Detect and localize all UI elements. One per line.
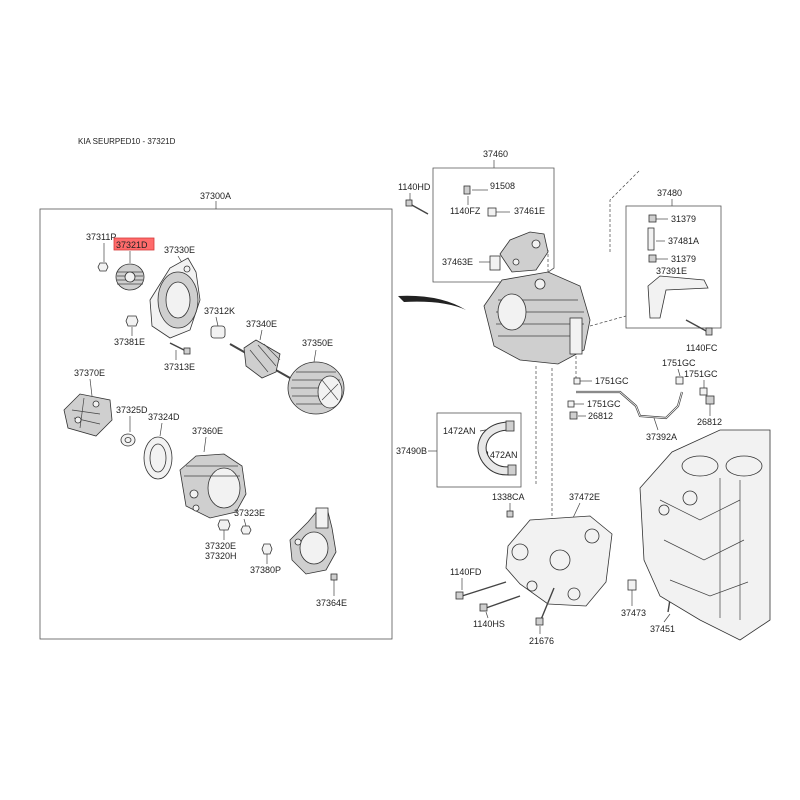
alternator-assembly-part[interactable]	[483, 271, 591, 365]
bracket-37463E[interactable]	[489, 255, 501, 271]
oil-hose-37392A[interactable]	[576, 390, 684, 420]
clamp-1751GC-b[interactable]	[699, 387, 708, 396]
rod-37481A[interactable]	[647, 227, 655, 251]
label-37463E[interactable]: 37463E	[442, 257, 473, 267]
label-37473[interactable]: 37473	[621, 608, 646, 618]
bearing-part[interactable]	[210, 325, 226, 339]
label-37370E[interactable]: 37370E	[74, 368, 105, 378]
label-37300A[interactable]: 37300A	[200, 191, 231, 201]
indicator-arrow	[398, 295, 466, 310]
label-37460[interactable]: 37460	[483, 149, 508, 159]
label-37320H[interactable]: 37320H	[205, 551, 237, 561]
cap-part[interactable]	[261, 543, 273, 555]
rear-housing-part[interactable]	[179, 453, 247, 519]
label-37340E[interactable]: 37340E	[246, 319, 277, 329]
label-37392A[interactable]: 37392A	[646, 432, 677, 442]
label-1751GC-d[interactable]: 1751GC	[587, 399, 621, 409]
engine-block-part	[639, 429, 771, 641]
label-37364E[interactable]: 37364E	[316, 598, 347, 608]
label-37481A[interactable]: 37481A	[668, 236, 699, 246]
bolt-1338CA[interactable]	[506, 510, 514, 518]
nut-37323E[interactable]	[240, 525, 252, 535]
bracket-37391E[interactable]	[647, 275, 709, 319]
label-1140FD[interactable]: 1140FD	[450, 567, 482, 577]
vacuum-pump-part[interactable]	[289, 507, 337, 575]
label-1751GC-c[interactable]: 1751GC	[595, 376, 629, 386]
label-37380P[interactable]: 37380P	[250, 565, 281, 575]
label-37324D[interactable]: 37324D	[148, 412, 180, 422]
bolt-1140FD[interactable]	[455, 581, 507, 600]
nut-31379-b[interactable]	[648, 254, 657, 263]
tensioner-box	[625, 205, 722, 329]
bolt-1140HS[interactable]	[479, 595, 521, 612]
label-37330E[interactable]: 37330E	[164, 245, 195, 255]
label-1140HD[interactable]: 1140HD	[398, 182, 431, 192]
hose-box	[436, 412, 522, 488]
clamp-1751GC-c[interactable]	[573, 377, 581, 385]
label-31379-b[interactable]: 31379	[671, 254, 696, 264]
bolt-37313E[interactable]	[169, 342, 191, 355]
bolt-21676[interactable]	[535, 587, 555, 626]
label-37311P[interactable]: 37311P	[86, 232, 116, 242]
label-37391E[interactable]: 37391E	[656, 266, 687, 276]
label-91508[interactable]: 91508	[490, 181, 515, 191]
large-washer-part[interactable]	[143, 436, 173, 480]
pulley-part[interactable]	[115, 263, 145, 291]
label-37381E[interactable]: 37381E	[114, 337, 145, 347]
label-1751GC-b[interactable]: 1751GC	[684, 369, 718, 379]
label-37321D[interactable]: 37321D	[116, 240, 148, 250]
label-31379-a[interactable]: 31379	[671, 214, 696, 224]
rotor-part[interactable]	[229, 339, 291, 379]
bolt-37364E[interactable]	[330, 573, 338, 581]
label-37325D[interactable]: 37325D	[116, 405, 148, 415]
washer-part[interactable]	[125, 315, 139, 327]
label-1140FZ[interactable]: 1140FZ	[450, 206, 481, 216]
mounting-bracket-37472E[interactable]	[505, 515, 613, 607]
clip-37461E[interactable]	[487, 207, 497, 217]
label-37323E[interactable]: 37323E	[234, 508, 265, 518]
hose-part[interactable]	[477, 420, 517, 476]
terminal-part[interactable]	[217, 519, 231, 531]
regulator-part[interactable]	[63, 393, 113, 437]
label-37320E[interactable]: 37320E	[205, 541, 236, 551]
label-37350E[interactable]: 37350E	[302, 338, 333, 348]
label-1338CA[interactable]: 1338CA	[492, 492, 525, 502]
page-title: KIA SEURPED10 - 37321D	[78, 137, 176, 146]
bolt-1140HD[interactable]	[405, 199, 429, 215]
label-37480[interactable]: 37480	[657, 188, 682, 198]
label-1751GC-a[interactable]: 1751GC	[662, 358, 696, 368]
label-37312K[interactable]: 37312K	[204, 306, 235, 316]
label-37472E[interactable]: 37472E	[569, 492, 600, 502]
highlight-37321D[interactable]	[113, 237, 155, 251]
label-1472AN-b[interactable]: 1472AN	[485, 450, 518, 460]
label-26812-b[interactable]: 26812	[588, 411, 613, 421]
label-26812-a[interactable]: 26812	[697, 417, 722, 427]
bracket-37461E[interactable]	[499, 231, 549, 273]
label-37461E[interactable]: 37461E	[514, 206, 545, 216]
plug-26812-b[interactable]	[569, 411, 578, 420]
clamp-1751GC-a[interactable]	[675, 376, 684, 385]
sleeve-37473[interactable]	[627, 579, 637, 591]
clip-91508[interactable]	[463, 185, 471, 195]
front-housing-part[interactable]	[149, 257, 201, 339]
nut-part[interactable]	[97, 262, 109, 272]
plug-26812-a[interactable]	[705, 395, 715, 405]
bolt-1140FC[interactable]	[685, 319, 713, 336]
label-21676[interactable]: 21676	[529, 636, 554, 646]
label-37451[interactable]: 37451	[650, 624, 675, 634]
label-1140HS[interactable]: 1140HS	[473, 619, 505, 629]
label-1472AN-a[interactable]: 1472AN	[443, 426, 476, 436]
label-37313E[interactable]: 37313E	[164, 362, 195, 372]
small-washer-part[interactable]	[120, 433, 136, 447]
label-37490B[interactable]: 37490B	[396, 446, 427, 456]
clamp-1751GC-d[interactable]	[567, 400, 575, 408]
stator-part[interactable]	[287, 361, 345, 415]
nut-31379-a[interactable]	[648, 214, 657, 223]
label-37360E[interactable]: 37360E	[192, 426, 223, 436]
label-1140FC[interactable]: 1140FC	[686, 343, 718, 353]
